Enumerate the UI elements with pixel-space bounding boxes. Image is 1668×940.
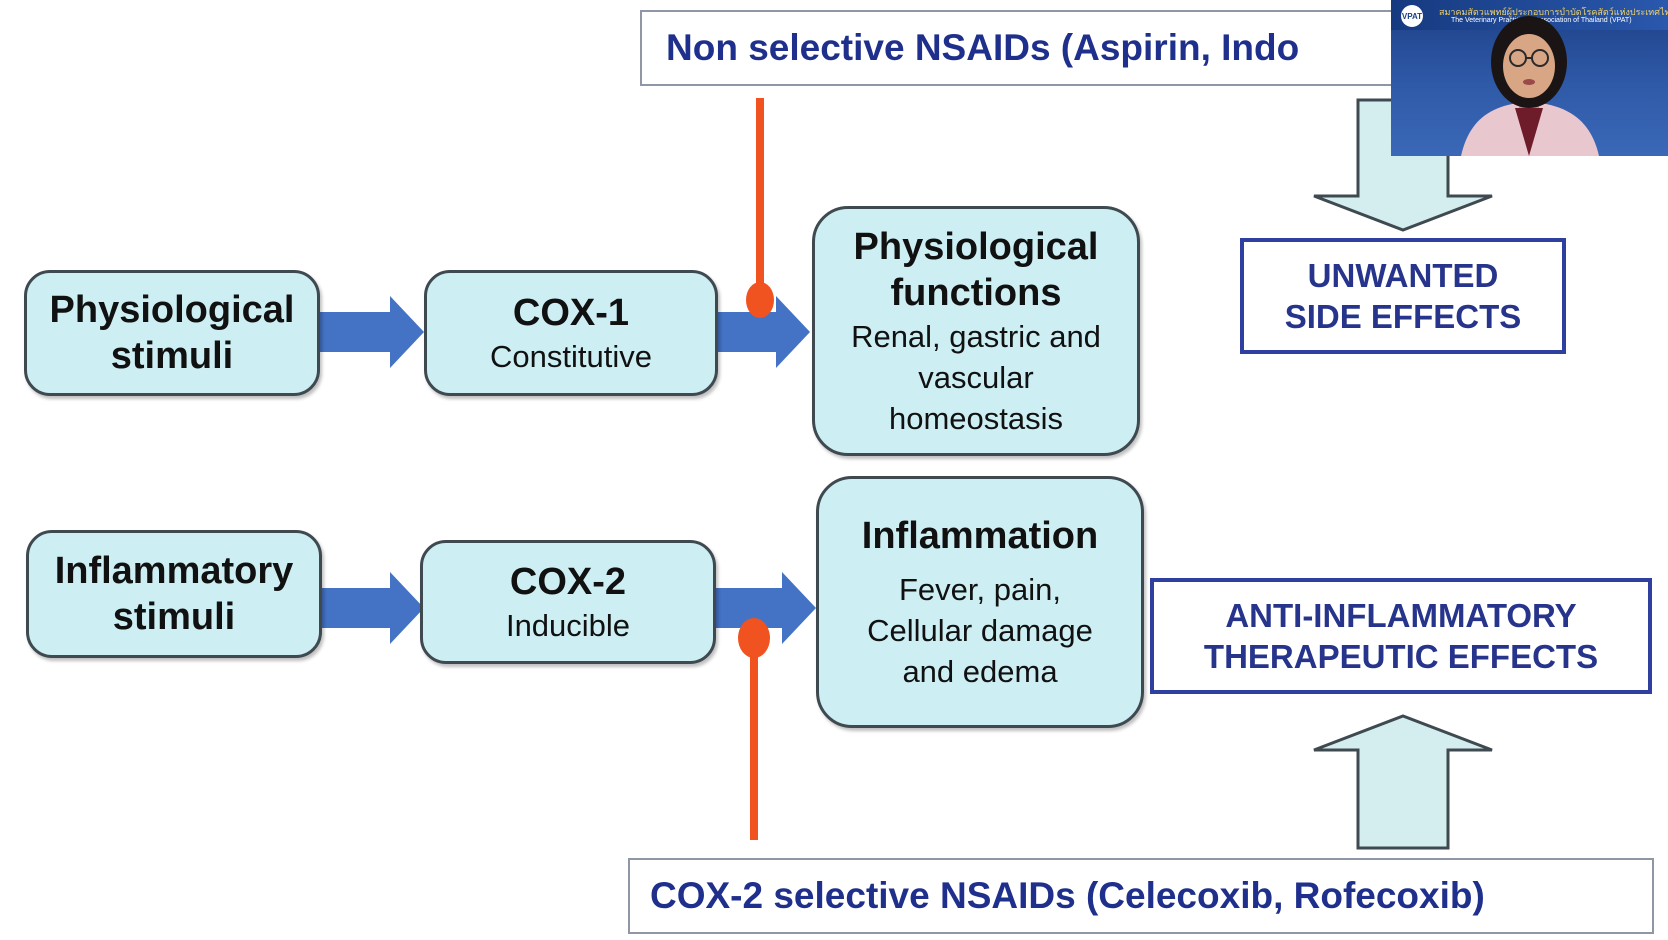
inflammation-detail-line3: and edema xyxy=(902,653,1058,689)
unwanted-line2: SIDE EFFECTS xyxy=(1284,298,1522,335)
inflammation-detail-line2: Cellular damage xyxy=(867,612,1093,648)
arrow-cox1-to-functions xyxy=(716,296,810,368)
functions-detail-line3: homeostasis xyxy=(888,400,1064,436)
inhibitor-cap-cox1 xyxy=(746,282,774,318)
arrow-up-to-therapeutic xyxy=(1313,714,1493,850)
cox2-title: COX-2 xyxy=(509,560,627,603)
cox2-node: COX-2 Inducible xyxy=(420,540,716,664)
therapeutic-effects-box: ANTI-INFLAMMATORY THERAPEUTIC EFFECTS xyxy=(1150,578,1652,694)
physiological-stimuli-line1: Physiological xyxy=(49,289,295,331)
inflammatory-stimuli-line2: stimuli xyxy=(112,596,236,638)
physiological-stimuli-line2: stimuli xyxy=(110,335,234,377)
functions-detail-line2: vascular xyxy=(918,359,1034,395)
non-selective-nsaids-box: Non selective NSAIDs (Aspirin, Indo xyxy=(640,10,1420,86)
arrow-stimulus-to-cox1 xyxy=(318,296,424,368)
inflammatory-stimuli-line1: Inflammatory xyxy=(54,550,294,592)
unwanted-line1: UNWANTED xyxy=(1307,257,1499,294)
inflammation-title: Inflammation xyxy=(861,514,1099,557)
presenter-figure xyxy=(1461,16,1599,156)
functions-title-line2: functions xyxy=(890,271,1062,314)
inhibitor-cap-cox2 xyxy=(738,618,770,658)
cox2-selective-nsaids-box: COX-2 selective NSAIDs (Celecoxib, Rofec… xyxy=(628,858,1654,934)
cox2-subtitle: Inducible xyxy=(505,607,631,643)
physiological-stimuli-node: Physiological stimuli xyxy=(24,270,320,396)
inflammatory-stimuli-node: Inflammatory stimuli xyxy=(26,530,322,658)
functions-title-line1: Physiological xyxy=(853,225,1099,268)
physiological-functions-node: Physiological functions Renal, gastric a… xyxy=(812,206,1140,456)
therapeutic-line1: ANTI-INFLAMMATORY xyxy=(1225,597,1577,634)
non-selective-nsaids-label: Non selective NSAIDs (Aspirin, Indo xyxy=(666,27,1300,68)
unwanted-side-effects-box: UNWANTED SIDE EFFECTS xyxy=(1240,238,1566,354)
presenter-video-tile[interactable]: VPAT สมาคมสัตวแพทย์ผู้ประกอบการบำบัดโรคส… xyxy=(1391,0,1668,156)
arrow-stimulus-to-cox2 xyxy=(316,572,424,644)
functions-detail-line1: Renal, gastric and xyxy=(851,318,1101,354)
cox1-title: COX-1 xyxy=(512,291,630,334)
inflammation-detail-line1: Fever, pain, xyxy=(899,571,1061,607)
inflammation-node: Inflammation Fever, pain, Cellular damag… xyxy=(816,476,1144,728)
cox2-selective-nsaids-label: COX-2 selective NSAIDs (Celecoxib, Rofec… xyxy=(650,875,1485,916)
therapeutic-line2: THERAPEUTIC EFFECTS xyxy=(1203,638,1599,675)
arrow-cox2-to-inflammation xyxy=(712,572,816,644)
cox1-node: COX-1 Constitutive xyxy=(424,270,718,396)
cox1-subtitle: Constitutive xyxy=(490,338,652,374)
banner-thai-text: สมาคมสัตวแพทย์ผู้ประกอบการบำบัดโรคสัตว์แ… xyxy=(1439,7,1668,17)
association-logo: VPAT xyxy=(1401,5,1423,27)
